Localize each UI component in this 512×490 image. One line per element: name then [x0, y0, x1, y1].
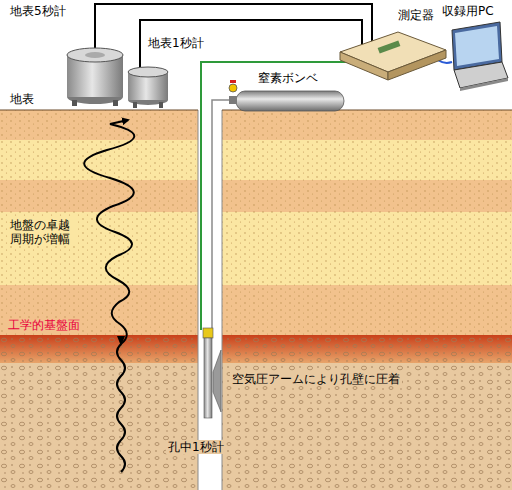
- surface-label: 地表: [8, 92, 36, 106]
- instrument-label: 地表1秒計: [146, 36, 206, 50]
- layer-label: 工学的基盤面: [6, 318, 82, 332]
- instrument-label: 収録用PC: [440, 4, 496, 18]
- instrument-label: 地表5秒計: [8, 4, 68, 18]
- instrument-label: 測定器: [396, 8, 436, 22]
- instrument-label: 孔中1秒計: [166, 440, 226, 454]
- arm-label: 空気圧アームにより孔壁に圧着: [230, 372, 402, 386]
- bottle-label: 窒素ボンベ: [256, 71, 320, 85]
- note-label: 地盤の卓越 周期が増幅: [8, 218, 78, 246]
